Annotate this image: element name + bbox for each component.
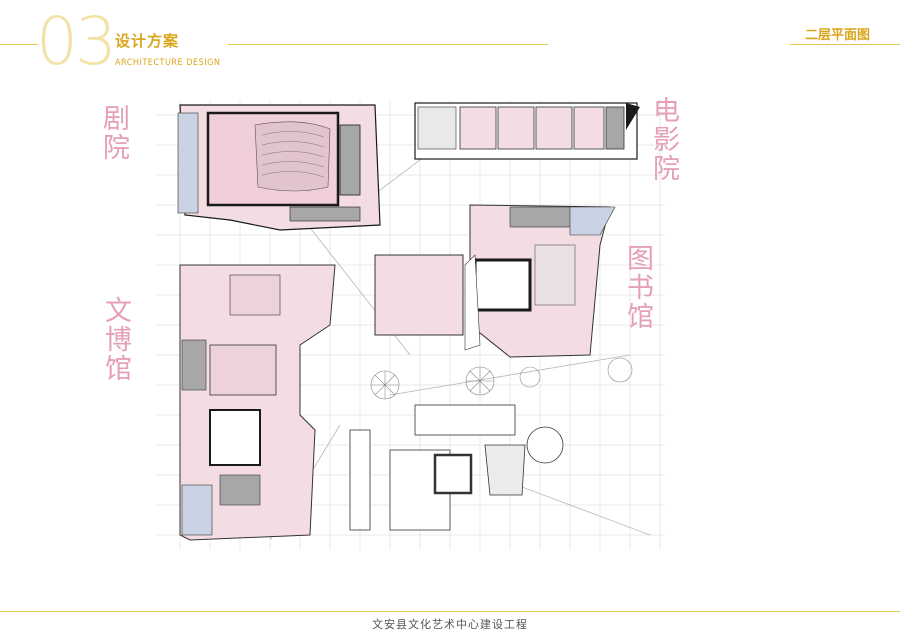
central-hall [374, 254, 481, 351]
museum-label: 文博馆 [100, 296, 131, 383]
cinema-block [414, 102, 640, 160]
section-subtitle: ARCHITECTURE DESIGN [115, 58, 221, 68]
cinema-label: 电影院 [648, 96, 679, 183]
library-label: 图书馆 [622, 244, 653, 331]
theater-block [177, 104, 381, 231]
section-number: 03 [36, 3, 117, 80]
second-floor-plan [155, 100, 665, 550]
museum-block [179, 264, 336, 541]
theater-label: 剧院 [98, 104, 129, 162]
landscape-trees [370, 357, 633, 400]
header-rule-left [0, 44, 38, 45]
page-title: 二层平面图 [804, 28, 870, 43]
section-title: 设计方案 [115, 32, 180, 50]
library-block [469, 204, 616, 358]
header-rule-right [790, 44, 900, 45]
project-name: 文安县文化艺术中心建设工程 [372, 618, 528, 631]
header-rule-mid [228, 44, 548, 45]
lower-central-block [349, 404, 564, 531]
footer-rule [0, 611, 900, 612]
